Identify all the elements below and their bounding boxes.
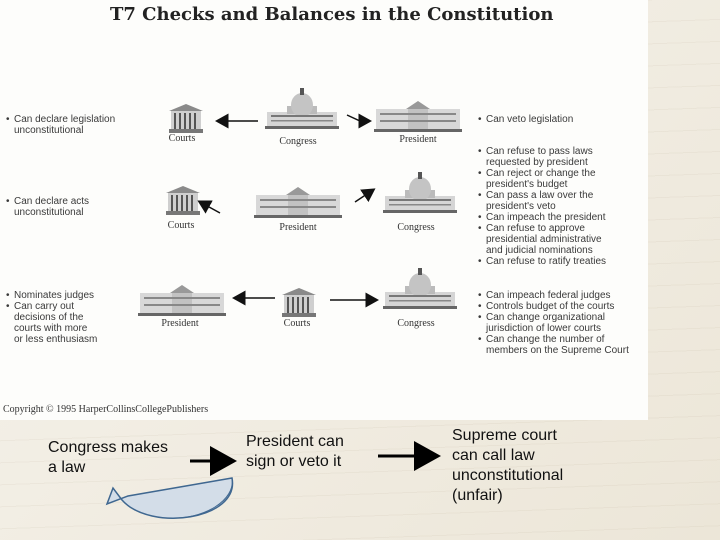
row2-right-bullet: Can pass a law over the president's veto <box>478 190 606 212</box>
arrow-president-to-courts <box>197 200 221 214</box>
row1-label-congress: Congress <box>279 136 317 147</box>
row3-left-bullet: Nominates judges <box>6 290 97 301</box>
row2-right-bullet: Can refuse to approve presidential admin… <box>478 223 606 256</box>
row3-label-congress: Congress <box>397 318 435 329</box>
flow-step-court: Supreme court can call law unconstitutio… <box>452 427 564 504</box>
row3-label-president: President <box>161 318 199 329</box>
row3-right-bullet: Can change the number of members on the … <box>478 334 629 356</box>
row1-label-courts: Courts <box>168 133 196 144</box>
row2-left-bullet: Can declare acts unconstitutional <box>6 196 89 218</box>
row2-right-bullet: Can refuse to pass laws requested by pre… <box>478 146 606 168</box>
row2-right-bullet: Can reject or change the president's bud… <box>478 168 606 190</box>
row1-right-text: Can veto legislation <box>478 114 573 125</box>
row2-right-text: Can refuse to pass laws requested by pre… <box>478 146 606 267</box>
arrow-president-to-congress <box>354 188 376 203</box>
diagram-arrows <box>197 113 379 308</box>
diagram-title: T7 Checks and Balances in the Constituti… <box>110 4 554 25</box>
row2-right-bullet: Can refuse to ratify treaties <box>478 256 606 267</box>
row3-left-bullet: Can carry out decisions of the courts wi… <box>6 301 97 345</box>
row3-right-bullet: Controls budget of the courts <box>478 301 629 312</box>
row3-label-courts: Courts <box>283 318 311 329</box>
row1-left-text: Can declare legislation unconstitutional <box>6 114 115 136</box>
row2-right-bullet: Can impeach the president <box>478 212 606 223</box>
scanned-diagram: T7 Checks and Balances in the Constituti… <box>0 0 648 420</box>
row1-right-bullet: Can veto legislation <box>478 114 573 125</box>
row2-label-courts: Courts <box>167 220 195 231</box>
flow-step-congress: Congress makes a law <box>48 439 169 476</box>
curved-return-arrow-inner <box>167 477 233 519</box>
row3-left-text: Nominates judges Can carry out decisions… <box>6 290 97 345</box>
arrow-congress-to-president <box>346 113 372 129</box>
curved-return-arrow <box>105 477 234 519</box>
row1-left-bullet: Can declare legislation unconstitutional <box>6 114 115 136</box>
copyright-line: Copyright © 1995 HarperCollinsCollegePub… <box>3 404 209 415</box>
row3-right-bullet: Can impeach federal judges <box>478 290 629 301</box>
row1-label-president: President <box>399 134 437 145</box>
row3-right-bullet: Can change organizational jurisdiction o… <box>478 312 629 334</box>
flow-step-president: President can sign or veto it <box>246 433 344 470</box>
row2-left-text: Can declare acts unconstitutional <box>6 196 89 218</box>
row2-label-congress: Congress <box>397 222 435 233</box>
row3-right-text: Can impeach federal judges Controls budg… <box>478 290 629 356</box>
row2-label-president: President <box>279 222 317 233</box>
